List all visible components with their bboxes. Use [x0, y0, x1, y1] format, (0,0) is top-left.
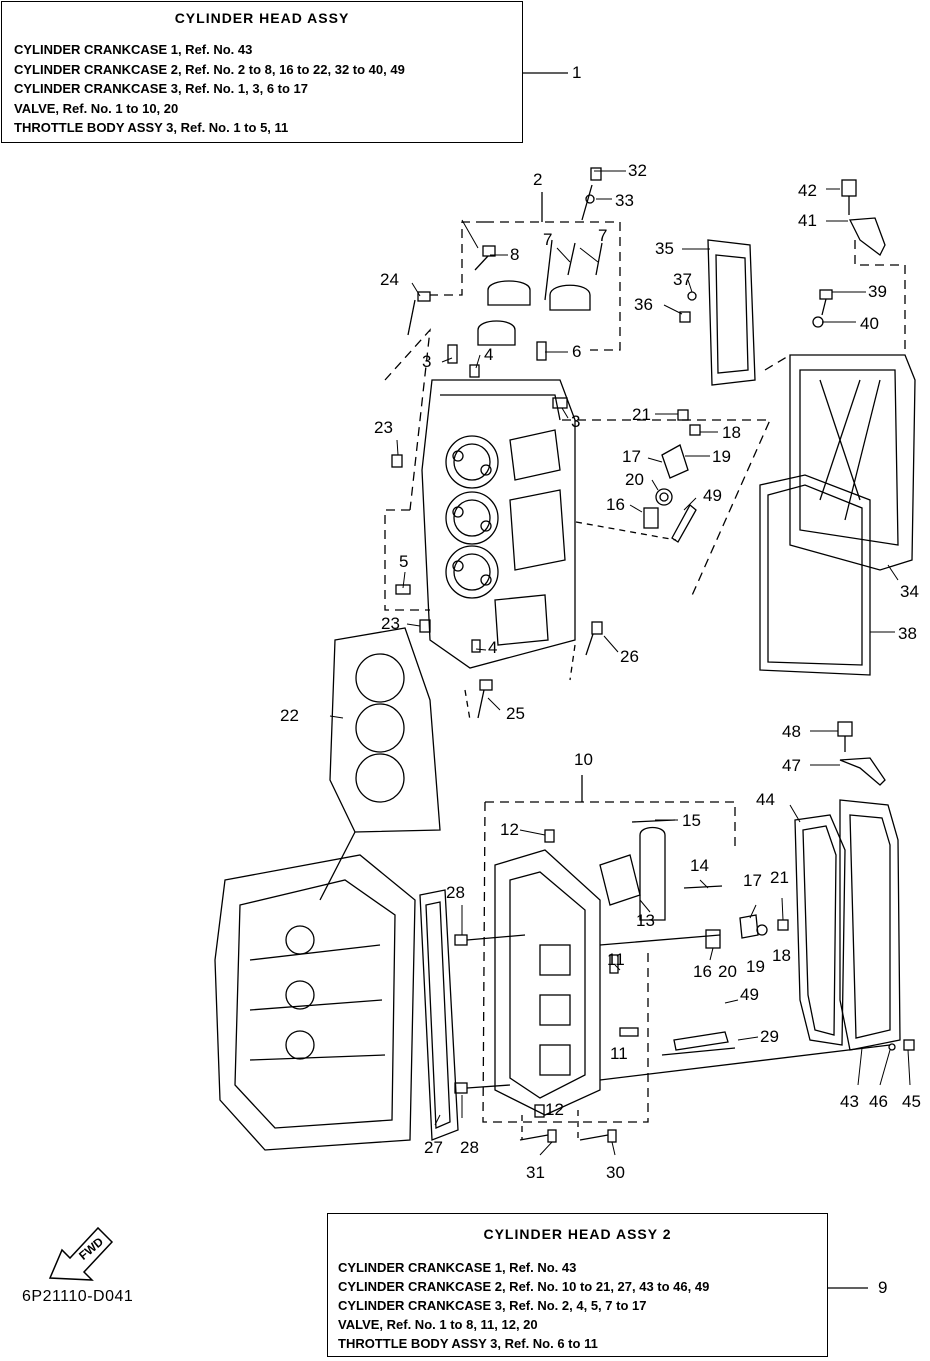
callout-32: 32	[628, 161, 647, 180]
callout-10: 10	[574, 750, 593, 769]
callout-17: 17	[622, 447, 641, 466]
box-title: CYLINDER HEAD ASSY 2	[483, 1226, 672, 1242]
callout-39: 39	[868, 282, 887, 301]
callout-49: 49	[740, 985, 759, 1004]
callout-12: 12	[545, 1100, 564, 1119]
callout-28: 28	[446, 883, 465, 902]
fwd-arrow-icon	[48, 1226, 114, 1281]
callout-46: 46	[869, 1092, 888, 1111]
callout-7: 7	[598, 226, 608, 245]
callout-5: 5	[399, 552, 409, 571]
callout-45: 45	[902, 1092, 921, 1111]
callout-27: 27	[424, 1138, 443, 1157]
callout-44: 44	[756, 790, 775, 809]
callout-18: 18	[772, 946, 791, 965]
callout-43: 43	[840, 1092, 859, 1111]
callout-33: 33	[615, 191, 634, 210]
box-line: CYLINDER CRANKCASE 1, Ref. No. 43	[338, 1260, 577, 1275]
callout-26: 26	[620, 647, 639, 666]
callout-11: 11	[607, 950, 625, 969]
callout-3: 3	[422, 352, 432, 371]
callout-22: 22	[280, 706, 299, 725]
box-line: CYLINDER CRANKCASE 3, Ref. No. 2, 4, 5, …	[338, 1298, 647, 1313]
callout-42: 42	[798, 181, 817, 200]
box-line: THROTTLE BODY ASSY 3, Ref. No. 1 to 5, 1…	[14, 120, 289, 135]
callout-4: 4	[484, 345, 494, 364]
callout-7: 7	[543, 230, 553, 249]
callout-18: 18	[722, 423, 741, 442]
callout-25: 25	[506, 704, 525, 723]
callout-20: 20	[625, 470, 644, 489]
callout-4: 4	[488, 638, 498, 657]
callout-1: 1	[572, 63, 582, 82]
callout-29: 29	[760, 1027, 779, 1046]
callout-30: 30	[606, 1163, 625, 1182]
callout-36: 36	[634, 295, 653, 314]
box-title: CYLINDER HEAD ASSY	[174, 10, 350, 26]
callout-3: 3	[571, 412, 581, 431]
callout-23: 23	[381, 614, 400, 633]
callout-12: 12	[500, 820, 519, 839]
box-line: CYLINDER CRANKCASE 2, Ref. No. 10 to 21,…	[338, 1279, 710, 1294]
callout-40: 40	[860, 314, 879, 333]
callout-21: 21	[632, 405, 651, 424]
callout-23: 23	[374, 418, 393, 437]
callout-14: 14	[690, 856, 709, 875]
callout-16: 16	[693, 962, 712, 981]
box-line: CYLINDER CRANKCASE 1, Ref. No. 43	[14, 42, 253, 57]
callout-15: 15	[682, 811, 701, 830]
callout-41: 41	[798, 211, 817, 230]
callout-38: 38	[898, 624, 917, 643]
box-line: CYLINDER CRANKCASE 2, Ref. No. 2 to 8, 1…	[14, 61, 405, 77]
callout-9: 9	[878, 1278, 888, 1297]
cylinder-head-assy-2-box: CYLINDER HEAD ASSY 2 CYLINDER CRANKCASE …	[327, 1213, 828, 1357]
callout-11: 11	[610, 1044, 628, 1063]
box-line: THROTTLE BODY ASSY 3, Ref. No. 6 to 11	[338, 1336, 598, 1351]
callout-28: 28	[460, 1138, 479, 1157]
callout-34: 34	[900, 582, 919, 601]
callout-2: 2	[533, 170, 543, 189]
callout-13: 13	[636, 911, 655, 930]
callout-6: 6	[572, 342, 582, 361]
box-line: CYLINDER CRANKCASE 3, Ref. No. 1, 3, 6 t…	[14, 81, 308, 96]
callout-16: 16	[606, 495, 625, 514]
callout-31: 31	[526, 1163, 545, 1182]
callout-37: 37	[673, 270, 692, 289]
callout-21: 21	[770, 868, 789, 887]
callout-48: 48	[782, 722, 801, 741]
callout-8: 8	[510, 245, 520, 264]
diagram-code: 6P21110-D041	[22, 1288, 134, 1305]
callout-35: 35	[655, 239, 674, 258]
callout-49: 49	[703, 486, 722, 505]
callout-19: 19	[746, 957, 765, 976]
callout-47: 47	[782, 756, 801, 775]
callout-24: 24	[380, 270, 399, 289]
callout-19: 19	[712, 447, 731, 466]
callout-17: 17	[743, 871, 762, 890]
box-line: VALVE, Ref. No. 1 to 10, 20	[14, 100, 179, 116]
callout-20: 20	[718, 962, 737, 981]
cylinder-head-assy-box: CYLINDER HEAD ASSY CYLINDER CRANKCASE 1,…	[1, 1, 523, 143]
box-line: VALVE, Ref. No. 1 to 8, 11, 12, 20	[338, 1317, 538, 1332]
